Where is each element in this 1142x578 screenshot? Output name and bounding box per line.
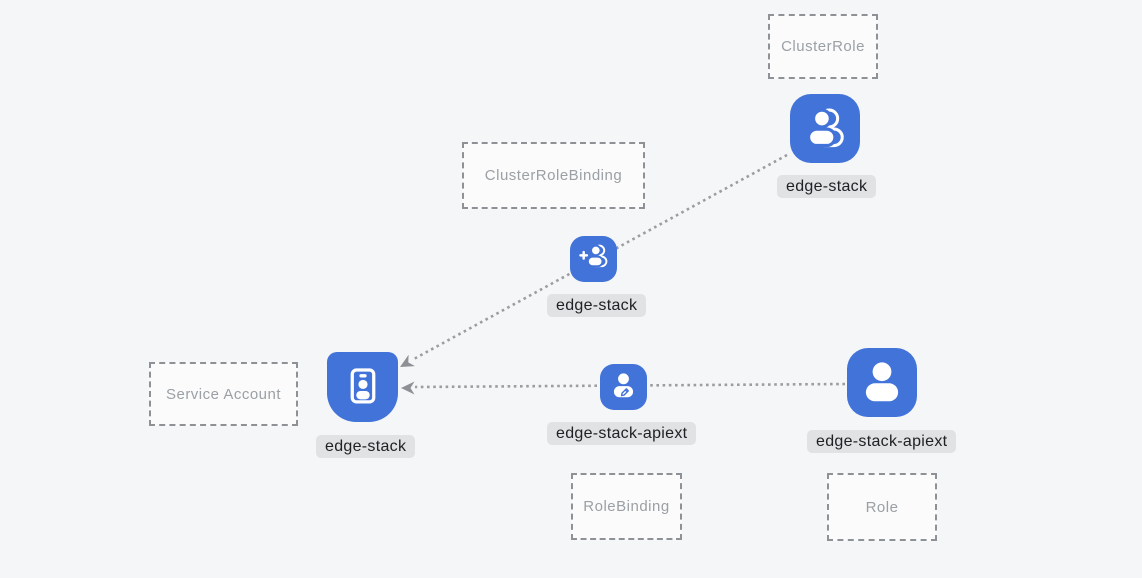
serviceaccount-name-label: edge-stack	[316, 435, 416, 458]
clusterrolebinding-type-label: ClusterRoleBinding	[484, 167, 623, 184]
clusterrole-type-label: ClusterRole	[781, 38, 865, 55]
rolebinding-type-box: RoleBinding	[571, 473, 682, 540]
clusterrolebinding-name-label: edge-stack	[547, 294, 647, 317]
role-type-box: Role	[827, 473, 937, 541]
users-icon	[802, 103, 848, 154]
id-badge-icon	[340, 362, 386, 413]
edge-role-to-serviceaccount	[401, 381, 846, 395]
clusterrolebinding-type-box: ClusterRoleBinding	[462, 142, 645, 209]
arrowhead-icon	[401, 381, 415, 395]
arrowhead-icon	[400, 354, 415, 367]
role-name-label: edge-stack-apiext	[807, 430, 957, 453]
serviceaccount-node	[327, 352, 398, 422]
user-icon	[859, 357, 905, 408]
serviceaccount-type-box: Service Account	[149, 362, 298, 426]
rolebinding-node	[600, 364, 647, 410]
clusterrole-type-box: ClusterRole	[768, 14, 878, 79]
clusterrole-node	[790, 94, 860, 163]
edge-clusterrole-to-serviceaccount	[400, 153, 788, 367]
rolebinding-name-label: edge-stack-apiext	[547, 422, 697, 445]
serviceaccount-type-label: Service Account	[165, 385, 282, 403]
clusterrolebinding-node	[570, 236, 617, 282]
user-edit-icon	[608, 369, 639, 405]
user-plus-icon	[578, 241, 609, 277]
clusterrole-name-label: edge-stack	[777, 175, 877, 198]
rolebinding-type-label: RoleBinding	[583, 498, 670, 515]
role-type-label: Role	[865, 498, 899, 516]
role-node	[847, 348, 917, 417]
